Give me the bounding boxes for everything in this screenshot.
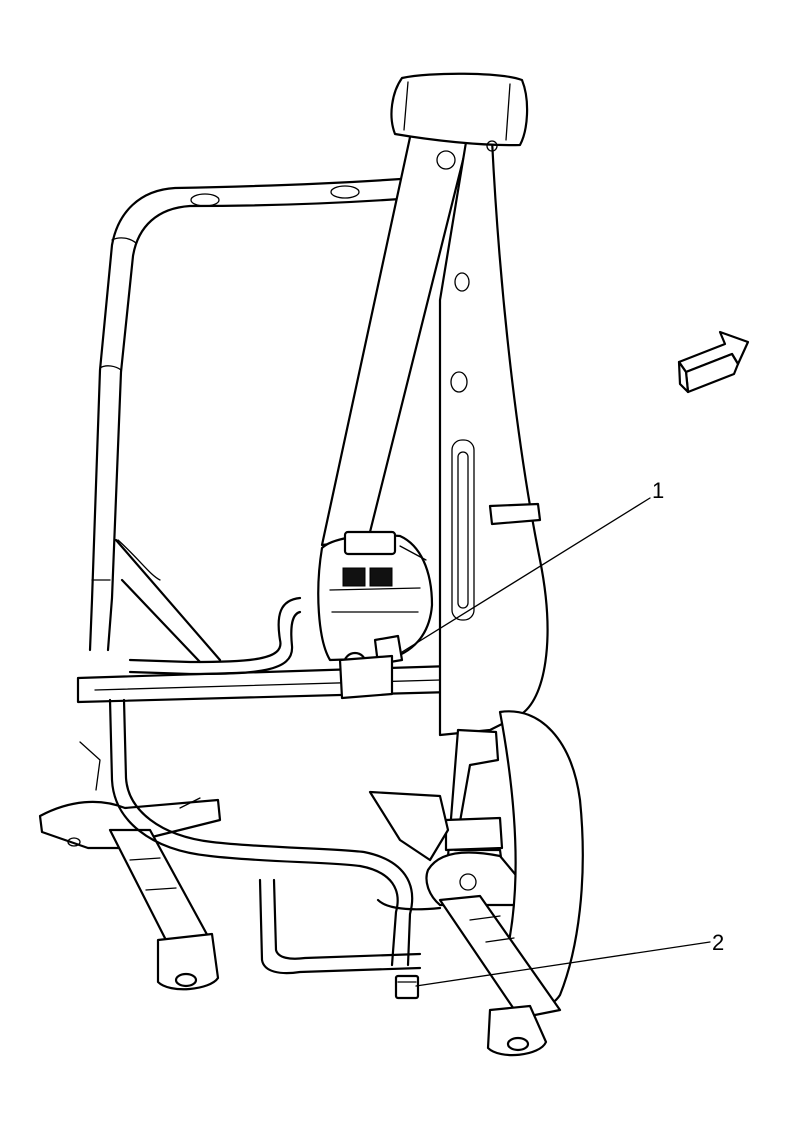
seat-track-left <box>38 741 222 991</box>
seat-side-shield <box>498 710 584 1007</box>
pillar-trim <box>438 128 549 737</box>
callout-1-label: 1 <box>652 478 664 503</box>
front-direction-arrow-icon <box>677 330 750 394</box>
lower-anchor-bracket <box>425 728 522 907</box>
seat-back-frame <box>88 176 417 664</box>
upper-guide-cap <box>390 72 529 152</box>
wiring-harness <box>108 698 442 1000</box>
callout-leaders <box>401 497 711 987</box>
seat-track-right <box>368 790 562 1057</box>
callout-2-label: 2 <box>712 930 724 955</box>
belt-retractor <box>128 530 434 700</box>
